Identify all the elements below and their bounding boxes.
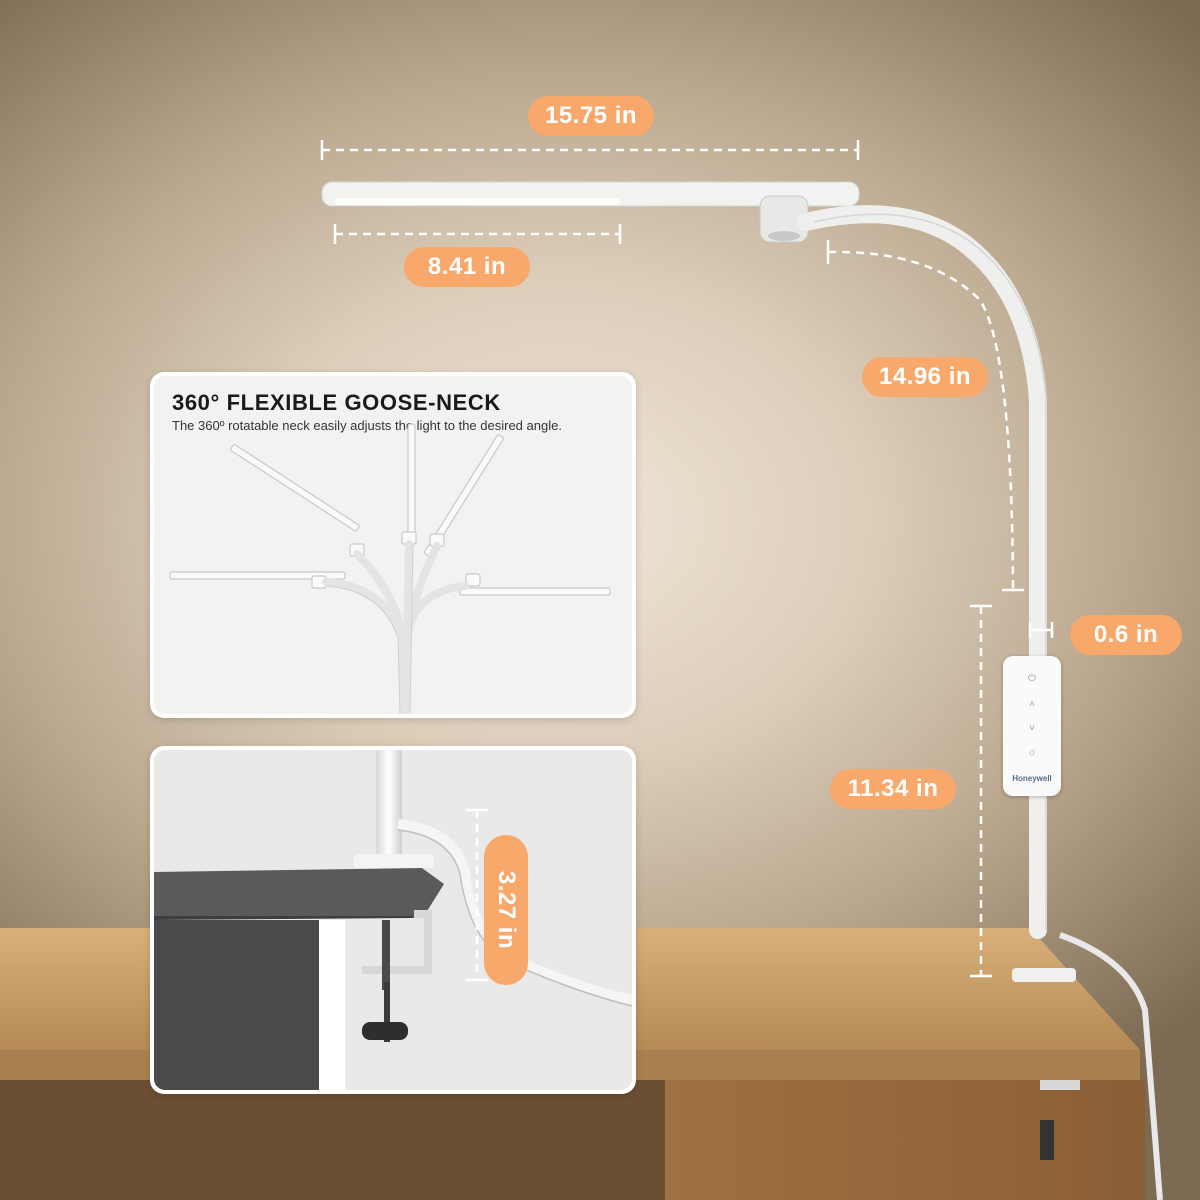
gooseneck-diagram bbox=[169, 423, 611, 714]
pole-height-label: 11.34 in bbox=[830, 769, 956, 809]
control-panel: ⏻ ˄ ˅ ☼ Honeywell bbox=[1003, 656, 1061, 796]
clamp-base bbox=[1012, 968, 1076, 982]
head-length-label: 15.75 in bbox=[528, 96, 654, 136]
clamp-diagram bbox=[154, 750, 632, 1090]
gooseneck bbox=[797, 205, 1047, 939]
desk-front bbox=[665, 1080, 1145, 1200]
gooseneck-card: 360° FLEXIBLE GOOSE-NECK The 360º rotata… bbox=[150, 372, 636, 718]
light-length-label: 8.41 in bbox=[404, 247, 530, 287]
down-chevron-icon[interactable]: ˅ bbox=[1029, 723, 1035, 734]
dim-line-pole bbox=[970, 604, 992, 978]
clamp-opening-label: 3.27 in bbox=[484, 835, 528, 985]
dim-line-diameter bbox=[1028, 622, 1054, 638]
dim-line-light bbox=[333, 224, 622, 244]
diameter-label: 0.6 in bbox=[1070, 615, 1182, 655]
power-cable bbox=[1058, 932, 1163, 1200]
up-chevron-icon[interactable]: ˄ bbox=[1029, 699, 1035, 710]
brightness-icon[interactable]: ☼ bbox=[1027, 747, 1037, 758]
card-description: The 360º rotatable neck easily adjusts t… bbox=[172, 418, 562, 433]
dim-line-head bbox=[320, 140, 860, 160]
clamp-card: 3.27 in bbox=[150, 746, 636, 1094]
led-strip bbox=[335, 198, 620, 205]
card-title: 360° FLEXIBLE GOOSE-NECK bbox=[172, 390, 501, 415]
dim-line-neck bbox=[826, 240, 1024, 592]
neck-length-label: 14.96 in bbox=[862, 357, 988, 397]
power-icon[interactable]: ⏻ bbox=[1028, 673, 1036, 684]
brand-label: Honeywell bbox=[1012, 774, 1052, 783]
